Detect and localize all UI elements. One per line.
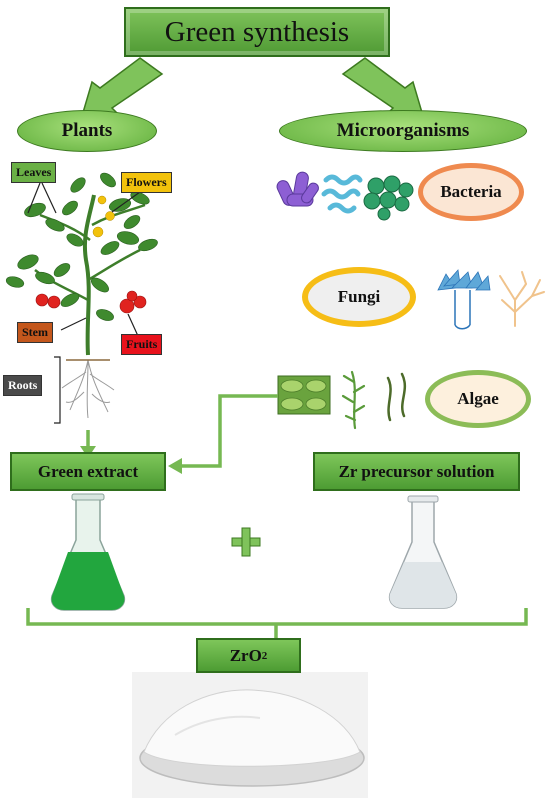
leaves-tag: Leaves [11, 162, 57, 183]
precursor-label: Zr precursor solution [338, 461, 495, 481]
algae-icon [277, 370, 407, 430]
title-banner: Green synthesis [124, 7, 390, 57]
arrow-to-plants [80, 57, 164, 117]
zro2-subscript: 2 [261, 649, 268, 662]
fungi-hyphae-icon [437, 269, 545, 330]
bacteria-label: Bacteria [440, 182, 502, 201]
microorganisms-label: Microorganisms [336, 120, 470, 141]
flowers-tag: Flowers [121, 172, 172, 193]
zro2-powder-dish-icon [132, 672, 368, 798]
plants-label: Plants [61, 120, 113, 141]
fruits-tag: Fruits [121, 334, 163, 355]
roots-tag: Roots [3, 375, 43, 396]
precursor-box: Zr precursor solution [313, 452, 520, 491]
green-extract-label: Green extract [37, 461, 139, 481]
plants-node: Plants [17, 110, 157, 152]
bacteria-node: Bacteria [418, 163, 524, 221]
arrow-to-extract-microbe [168, 458, 182, 474]
connector-lines [26, 394, 528, 640]
fungi-node: Fungi [302, 267, 416, 327]
bacteria-icon [276, 171, 414, 221]
precursor-flask-icon [388, 495, 458, 609]
green-extract-flask-icon [50, 493, 126, 611]
plus-icon [231, 527, 261, 557]
algae-label: Algae [457, 389, 499, 408]
fungi-label: Fungi [337, 287, 381, 306]
stem-tag: Stem [17, 322, 53, 343]
title-text: Green synthesis [164, 15, 350, 48]
microorganisms-node: Microorganisms [279, 110, 527, 152]
arrow-to-microorganisms [341, 57, 425, 117]
green-extract-box: Green extract [10, 452, 166, 491]
algae-node: Algae [425, 370, 531, 428]
plant-label-pointers [27, 182, 141, 424]
zro2-label: ZrO [229, 645, 262, 665]
